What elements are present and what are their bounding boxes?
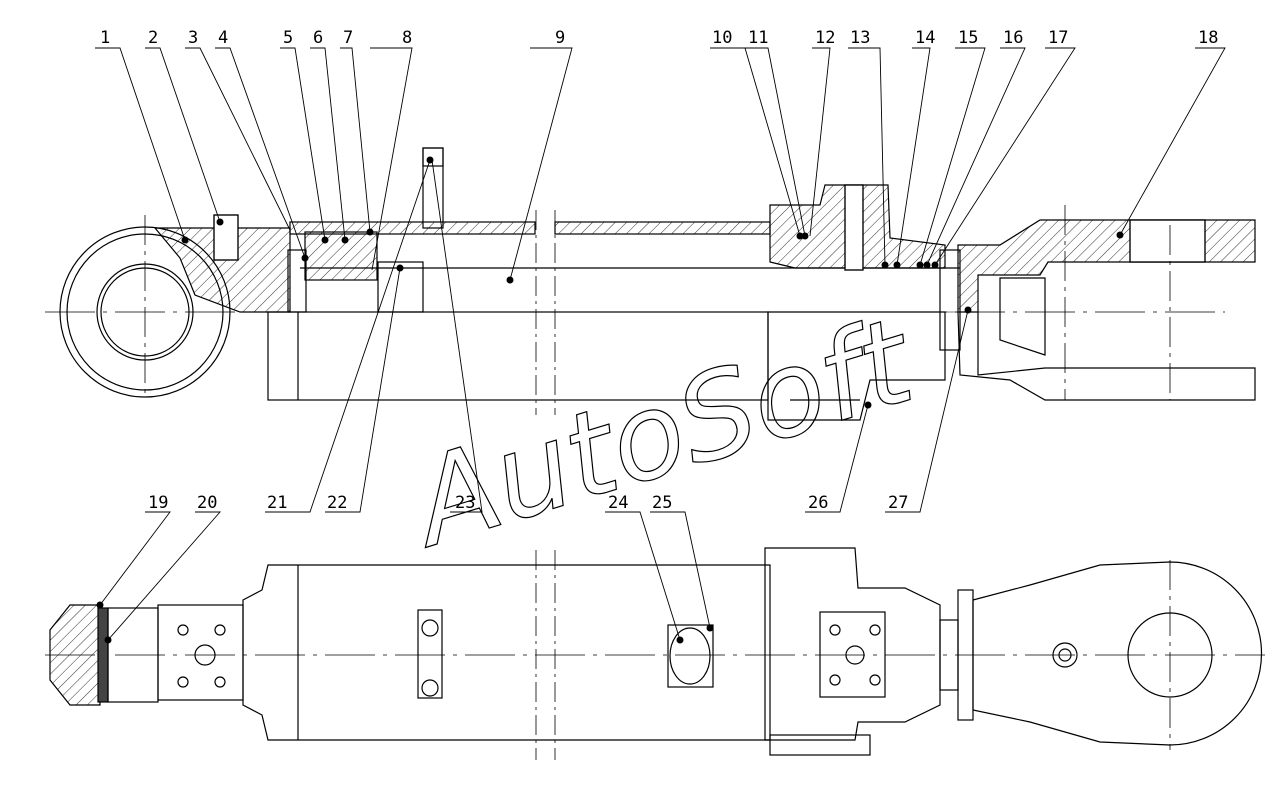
callout-12: 12: [815, 28, 835, 48]
callout-6: 6: [313, 28, 323, 48]
name-plate: [667, 624, 714, 688]
callout-25: 25: [652, 493, 672, 513]
callout-16: 16: [1003, 28, 1023, 48]
callout-11: 11: [748, 28, 768, 48]
callout-24: 24: [608, 493, 628, 513]
callout-10: 10: [712, 28, 732, 48]
callout-20: 20: [197, 493, 217, 513]
top-section-view: [45, 147, 1256, 421]
callout-23: 23: [455, 493, 475, 513]
barrel-wall-left: [289, 221, 536, 235]
callout-22: 22: [327, 493, 347, 513]
callout-3: 3: [188, 28, 198, 48]
callout-21: 21: [267, 493, 287, 513]
rear-mounting-plate: [157, 604, 244, 701]
callout-17: 17: [1048, 28, 1068, 48]
barrel-wall-right: [554, 221, 771, 235]
callout-4: 4: [218, 28, 228, 48]
leader-dots: [96, 156, 1124, 644]
rod-end-section: [957, 219, 1256, 313]
callout-9: 9: [555, 28, 565, 48]
callout-14: 14: [915, 28, 935, 48]
rod-end-eye: [972, 561, 1263, 746]
gland-lower-body: [767, 311, 946, 421]
front-mounting-plate: [819, 611, 886, 698]
callout-27: 27: [888, 493, 908, 513]
callout-8: 8: [402, 28, 412, 48]
rear-end-section: [49, 604, 101, 706]
gland-block-outline: [764, 547, 941, 741]
barrel-outline: [242, 564, 771, 741]
callout-1: 1: [100, 28, 110, 48]
callout-19: 19: [148, 493, 168, 513]
callout-labels: 1 2 3 4 5 6 7 8 9 10 11 12 13 14 15 16 1…: [100, 28, 1218, 513]
leader-lines: [95, 47, 1226, 641]
callout-15: 15: [958, 28, 978, 48]
watermark-text: AutoSoft: [393, 291, 930, 575]
callout-26: 26: [808, 493, 828, 513]
callout-13: 13: [850, 28, 870, 48]
piston-section: [304, 231, 378, 281]
callout-5: 5: [283, 28, 293, 48]
callout-18: 18: [1198, 28, 1218, 48]
callout-7: 7: [343, 28, 353, 48]
callout-2: 2: [148, 28, 158, 48]
bottom-external-view: [45, 547, 1265, 760]
